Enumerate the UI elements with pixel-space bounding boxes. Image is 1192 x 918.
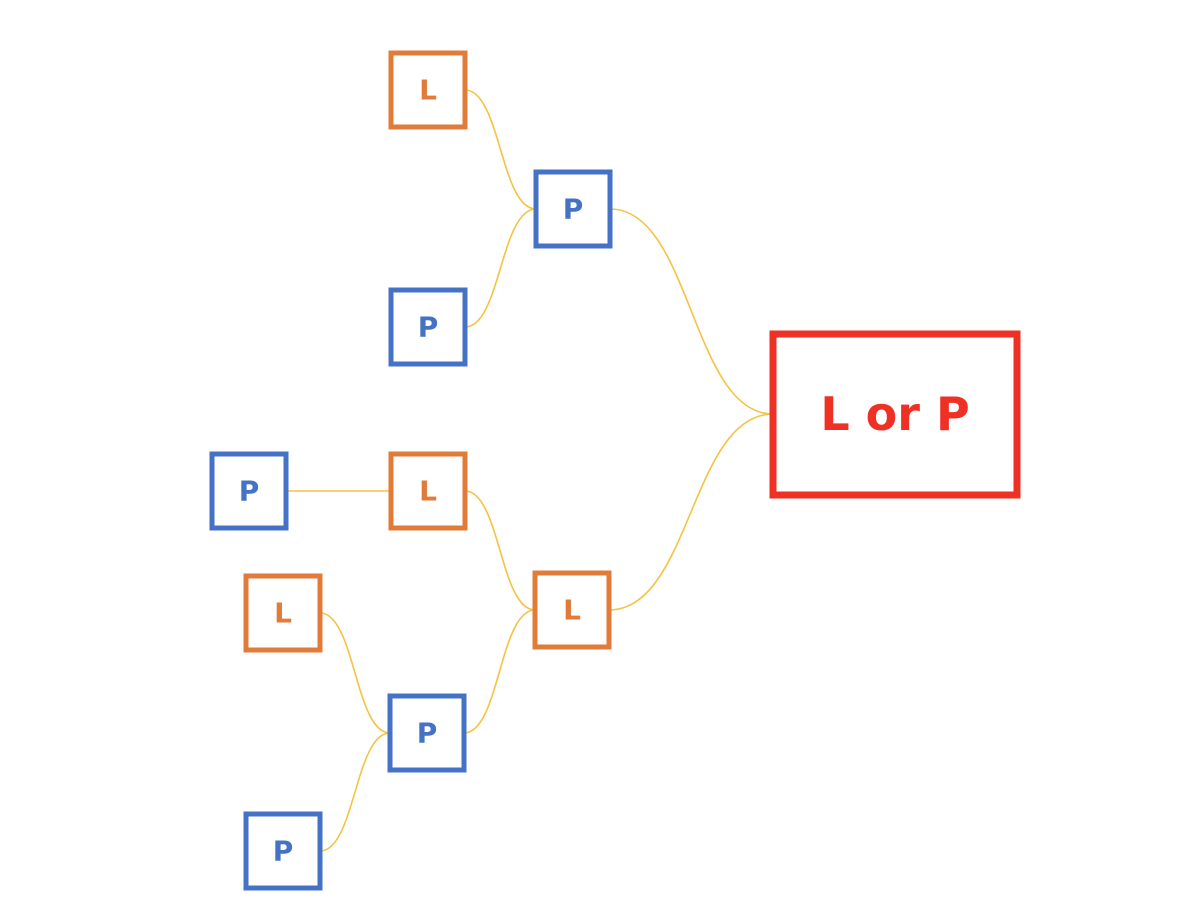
connector-n8-n6: [463, 609, 536, 734]
root-node-box: [769, 330, 1021, 499]
connector-layer: [285, 89, 774, 852]
connector-n6-root: [608, 413, 774, 611]
root-node-label: L or P: [820, 387, 969, 441]
node-box: [388, 287, 468, 367]
node-box: [388, 50, 468, 130]
connector-n7-n8: [319, 612, 391, 734]
node-label: P: [273, 835, 294, 868]
node-box: [243, 811, 323, 891]
connector-n1-n2: [464, 89, 537, 210]
connector-n2-root: [609, 208, 774, 415]
connector-n9-n8: [319, 732, 391, 852]
node-box: [532, 570, 612, 650]
node-n5: L: [388, 451, 468, 531]
connector-n3-n2: [464, 208, 537, 328]
node-box: [387, 693, 467, 773]
root-node: L or P: [769, 330, 1021, 499]
node-n8: P: [387, 693, 467, 773]
node-label: L: [419, 475, 437, 508]
node-label: P: [417, 717, 438, 750]
node-label: P: [418, 311, 439, 344]
node-n6: L: [532, 570, 612, 650]
node-n7: L: [243, 573, 323, 653]
node-box: [243, 573, 323, 653]
node-label: P: [239, 475, 260, 508]
node-label: L: [274, 597, 292, 630]
node-label: L: [419, 74, 437, 107]
node-box: [388, 451, 468, 531]
node-n3: P: [388, 287, 468, 367]
node-n9: P: [243, 811, 323, 891]
node-n4: P: [209, 451, 289, 531]
node-box: [533, 169, 613, 249]
node-layer: L P P P L L L P P: [209, 50, 613, 891]
node-box: [209, 451, 289, 531]
connector-n5-n6: [464, 490, 536, 611]
node-label: L: [563, 594, 581, 627]
node-n2: P: [533, 169, 613, 249]
node-n1: L: [388, 50, 468, 130]
node-label: P: [563, 193, 584, 226]
